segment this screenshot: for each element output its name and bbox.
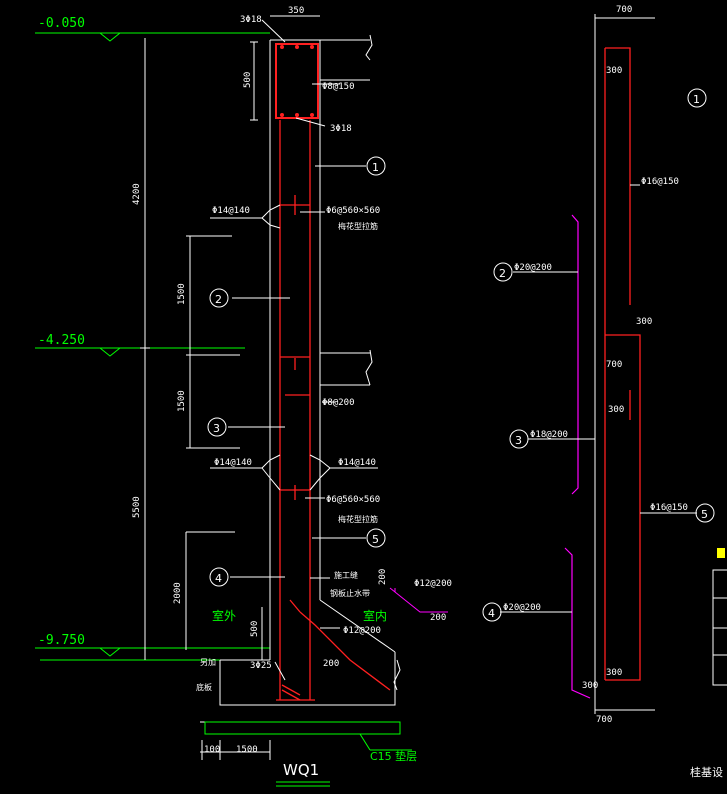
detail-300e: 300 [582,681,598,691]
detail-corner-text: 桂基设 [690,765,723,779]
elevation-top: -0.050 [38,16,85,31]
callout-1-detail: 1 [693,93,700,106]
detail-callouts [482,88,715,622]
detail-top-700: 700 [616,5,632,15]
wall-outline [219,34,396,706]
dim-5500: 5500 [132,496,142,518]
wall-callouts [207,156,386,587]
dimension-lines [140,15,320,660]
label-top-bars: 3Φ18 [240,15,262,25]
label-outside: 室外 [212,608,236,623]
label-left-note1: 另加 [200,657,216,667]
wall-id-title: WQ1 [283,761,319,779]
dim-1500-a: 1500 [177,283,187,305]
callout-4-detail: 4 [488,607,495,620]
detail-bar2: Φ20@200 [514,263,552,273]
label-right-lower: Φ14@140 [338,458,376,468]
label-hook-200b: 200 [378,569,388,585]
detail-bottom-700: 700 [596,715,612,725]
label-left-lower: Φ14@140 [214,458,252,468]
detail-outline [594,14,655,714]
base-slab [204,721,412,751]
detail-red-bars [604,47,641,681]
callout-5-detail: 5 [701,508,708,521]
label-hook-200a: 200 [323,659,339,669]
detail-300b: 300 [636,317,652,327]
label-tie-upper-note: 梅花型拉筋 [338,221,378,231]
label-tie-upper: Φ6@560×560 [326,206,380,216]
wall-rebar [275,43,391,701]
label-hook-200c: 200 [430,613,446,623]
callout-1-wall: 1 [372,161,379,174]
label-left-upper: Φ14@140 [212,206,250,216]
break-lines [393,659,401,691]
callout-2-wall: 2 [215,293,222,306]
label-joint-note2: 钢板止水带 [330,588,370,598]
callout-3-detail: 3 [515,434,522,447]
label-left-note2: 底板 [196,682,212,692]
label-base: C15 垫层 [370,749,417,763]
elevation-bottom: -9.750 [38,633,85,648]
label-footing-bars: 3Φ25 [250,661,272,671]
dim-350: 350 [288,6,304,16]
detail-bar5: Φ16@150 [650,503,688,513]
detail-300d: 300 [606,668,622,678]
label-dim-1500: 1500 [236,745,258,755]
callout-2-detail: 2 [499,267,506,280]
leader-lines [200,19,400,760]
label-stirrup-mid: Φ8@200 [322,398,355,408]
label-bottom-bars: 3Φ18 [330,124,352,134]
label-stirrup-top: Φ8@150 [322,82,355,92]
top-bar-dots [280,45,314,117]
detail-leaders [500,184,697,613]
callout-4-wall: 4 [215,572,222,585]
label-dim-100: 100 [204,745,220,755]
edge-marker [717,548,725,558]
detail-300a: 300 [606,66,622,76]
detail-bar4: Φ20@200 [503,603,541,613]
label-bend-bar: Φ12@200 [414,579,452,589]
callout-5-wall: 5 [372,533,379,546]
bend-bar [389,587,448,613]
label-tie-lower: Φ6@560×560 [326,495,380,505]
detail-bar1: Φ16@150 [641,177,679,187]
elevation-mid: -4.250 [38,333,85,348]
label-joint-note1: 施工缝 [334,570,358,580]
dim-1500-b: 1500 [177,390,187,412]
detail-300c: 300 [608,405,624,415]
dim-2000: 2000 [173,582,183,604]
detail-magenta-bars [564,214,591,699]
callout-3-wall: 3 [213,422,220,435]
label-inside: 室内 [363,608,387,623]
detail-bar3: Φ18@200 [530,430,568,440]
label-bend-bar2: Φ12@200 [343,626,381,636]
dim-500-beam: 500 [243,72,253,88]
title-underline [276,781,330,787]
label-tie-lower-note: 梅花型拉筋 [338,514,378,524]
dim-4200: 4200 [132,183,142,205]
detail-700: 700 [606,360,622,370]
edge-table [712,569,727,686]
dim-500-footing: 500 [250,621,260,637]
